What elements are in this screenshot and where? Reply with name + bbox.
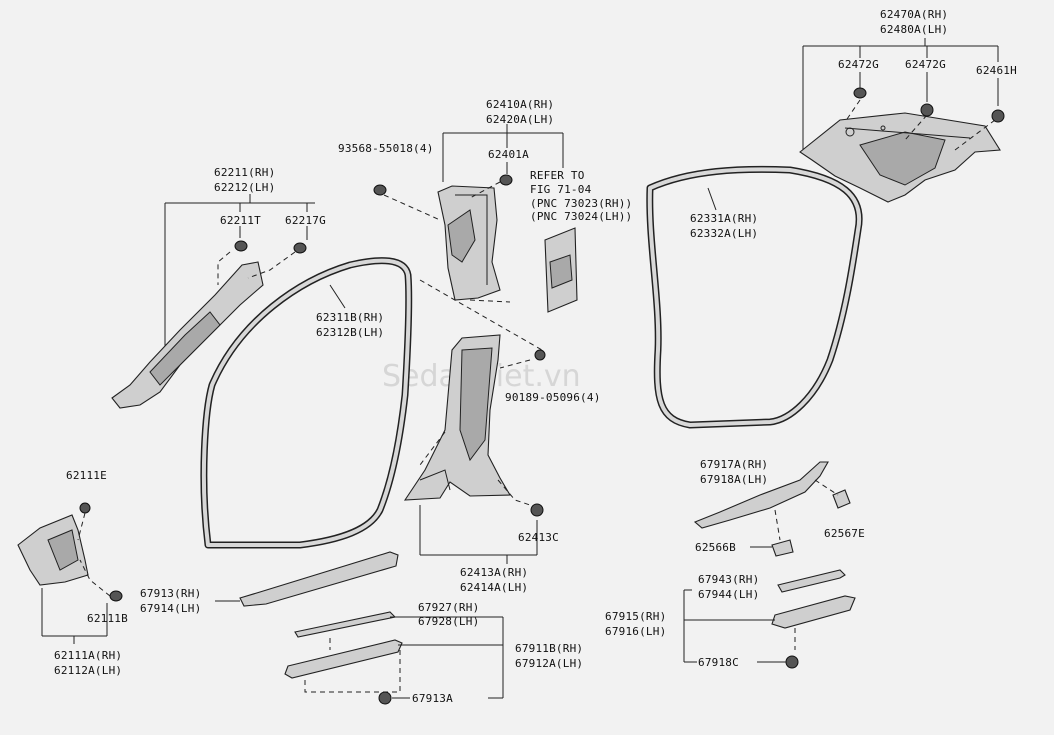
label-67913: 67913(RH) [140,587,201,600]
label-refer-1: REFER TO [530,169,585,182]
label-62470a: 62470A(RH) [880,8,948,21]
label-62566b: 62566B [695,541,736,554]
label-62413c: 62413C [518,531,559,544]
label-62461h: 62461H [976,64,1017,77]
clip-90189 [534,349,546,361]
clip-62566b [771,539,794,557]
clip-67913a [378,691,392,705]
label-67918a: 67918A(LH) [700,473,768,486]
label-62480a: 62480A(LH) [880,23,948,36]
bolt-93568 [373,184,387,196]
label-90189: 90189-05096(4) [505,391,601,404]
clip-62111e [79,502,91,514]
label-62111b: 62111B [87,612,128,625]
clip-62401a [499,174,513,186]
clip-62217g [293,242,307,254]
label-67917a: 67917A(RH) [700,458,768,471]
label-62212: 62212(LH) [214,181,275,194]
label-62211: 62211(RH) [214,166,275,179]
label-62112a: 62112A(LH) [54,664,122,677]
rear-scuff-plate-67915 [683,569,856,669]
label-67943: 67943(RH) [698,573,759,586]
label-62401a: 62401A [488,148,529,161]
center-pillar-lower-62413a [403,334,546,564]
cowl-side-trim-62111a [17,502,123,644]
label-refer-2: FIG 71-04 [530,183,592,196]
label-62312b: 62312B(LH) [316,326,384,339]
clip-67918c [785,655,799,669]
clip-62211t [234,240,248,252]
label-62567e: 62567E [824,527,865,540]
label-62472g-1: 62472G [838,58,879,71]
label-62413a: 62413A(RH) [460,566,528,579]
label-refer-4: (PNC 73024(LH)) [530,210,632,223]
clip-62567e [832,489,851,509]
label-67912a: 67912A(LH) [515,657,583,670]
label-62111a: 62111A(RH) [54,649,122,662]
clip-62472g-1 [853,87,867,99]
label-67928: 67928(LH) [418,615,479,628]
label-62332a: 62332A(LH) [690,227,758,240]
label-67927: 67927(RH) [418,601,479,614]
front-pillar-62211 [111,194,315,409]
rear-door-weatherstrip [646,165,863,429]
label-62331a: 62331A(RH) [690,212,758,225]
quarter-trim-lower-67917a [693,461,851,557]
label-93568: 93568-55018(4) [338,142,434,155]
quarter-trim-62470a [799,38,1005,203]
label-67944: 67944(LH) [698,588,759,601]
clip-62472g-2 [920,103,934,117]
label-62414a: 62414A(LH) [460,581,528,594]
clip-62461h [991,109,1005,123]
front-door-weatherstrip [200,257,413,549]
label-62472g-2: 62472G [905,58,946,71]
center-pillar-upper-62410a [373,124,578,351]
label-62420a: 62420A(LH) [486,113,554,126]
label-62111e: 62111E [66,469,107,482]
label-62217g: 62217G [285,214,326,227]
label-67915: 67915(RH) [605,610,666,623]
door-scuff-plate-67911b [284,611,504,705]
front-scuff-plate-67913 [215,551,399,607]
label-67913a: 67913A [412,692,453,705]
label-67914: 67914(LH) [140,602,201,615]
label-67911b: 67911B(RH) [515,642,583,655]
label-67918c: 67918C [698,656,739,669]
label-67916: 67916(LH) [605,625,666,638]
clip-62413c [530,503,544,517]
label-refer-3: (PNC 73023(RH)) [530,197,632,210]
label-62410a: 62410A(RH) [486,98,554,111]
clip-62111b [109,590,123,602]
label-62311b: 62311B(RH) [316,311,384,324]
label-62211t: 62211T [220,214,261,227]
